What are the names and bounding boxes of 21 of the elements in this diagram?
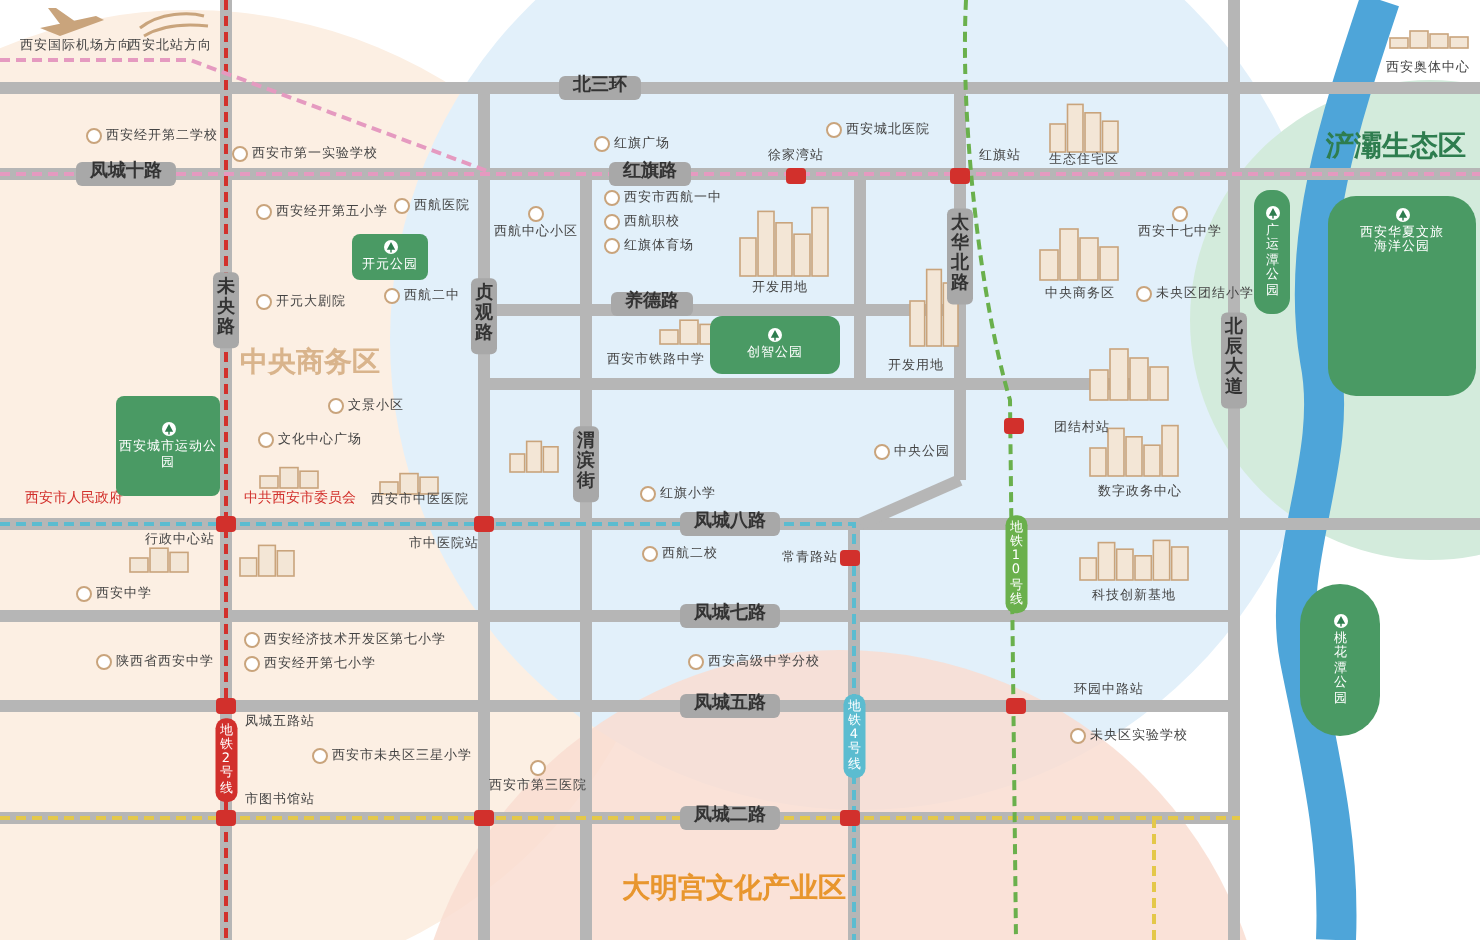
park-area — [352, 234, 428, 280]
park-area — [1328, 196, 1476, 396]
road-name: 太华北路 — [947, 208, 973, 304]
road-name: 凤城十路 — [76, 162, 176, 186]
road-name: 贞观路 — [471, 278, 497, 354]
road-name: 凤城八路 — [680, 512, 780, 536]
district-name: 中央商务区 — [240, 348, 380, 380]
road-name: 渭滨街 — [573, 426, 599, 502]
road-name: 未央路 — [213, 272, 239, 348]
road-name: 北三环 — [559, 76, 641, 100]
district-name: 大明宫文化产业区 — [622, 874, 846, 906]
road-name: 养德路 — [611, 292, 693, 316]
park-area — [1254, 190, 1290, 314]
road-name: 凤城二路 — [680, 806, 780, 830]
road-name: 红旗路 — [609, 162, 691, 186]
road-name: 凤城七路 — [680, 604, 780, 628]
park-area — [710, 316, 840, 374]
park-area — [1300, 584, 1380, 736]
road-name: 凤城五路 — [680, 694, 780, 718]
road-name: 北辰大道 — [1221, 312, 1247, 408]
district-name: 浐灞生态区 — [1326, 132, 1466, 164]
